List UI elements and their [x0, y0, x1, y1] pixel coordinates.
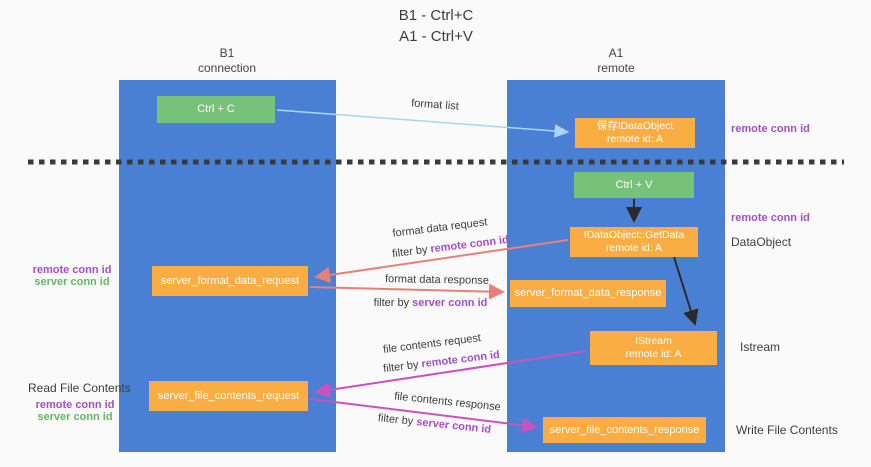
server-file-contents-response-label: server_file_contents_response [549, 423, 700, 436]
left-file-conn-ids: remote conn id server conn id [30, 399, 120, 423]
remote-conn-id-key: remote conn id [420, 348, 501, 371]
diagram-title: B1 - Ctrl+C A1 - Ctrl+V [336, 5, 536, 47]
server-file-contents-response-box: server_file_contents_response [543, 417, 706, 443]
ctrl-c-box: Ctrl + C [157, 96, 275, 123]
lifeline-header-b1: B1 connection [157, 46, 297, 76]
file-contents-response-label: file contents response [393, 390, 502, 414]
ctrl-v-box: Ctrl + V [574, 172, 694, 198]
istream-side-label: Istream [740, 340, 781, 354]
format-data-response-arrow [309, 283, 505, 300]
server-file-contents-request-box: server_file_contents_request [149, 381, 308, 411]
lifeline-a1-name: A1 [608, 46, 624, 60]
getdata-line1: IDataObject::GetData [583, 229, 685, 241]
dataobject-label: DataObject [731, 235, 792, 249]
filter-by-text: filter by [373, 297, 413, 309]
ctrl-v-label: Ctrl + V [615, 178, 653, 191]
save-idataobject-box: 保存IDataObject remote id: A [575, 118, 695, 148]
write-file-contents-label: Write File Contents [736, 423, 838, 437]
lifeline-a1-role: remote [597, 61, 635, 75]
remote-conn-id-label-top: remote conn id [731, 123, 810, 135]
remote-conn-id-key: remote conn id [429, 233, 510, 256]
remote-conn-id-label: remote conn id [32, 264, 112, 276]
save-idataobject-line1: 保存IDataObject [596, 120, 674, 132]
server-conn-id-label: server conn id [37, 411, 113, 423]
lifeline-b1-role: connection [197, 61, 257, 75]
left-format-conn-ids: remote conn id server conn id [27, 264, 117, 288]
server-format-data-request-box: server_format_data_request [152, 266, 308, 296]
server-format-data-response-label: server_format_data_response [514, 287, 662, 299]
filter-by-text: filter by [382, 358, 423, 376]
lifeline-b1-name: B1 [219, 46, 235, 60]
file-contents-response-filter-label: filter by server conn id [362, 410, 507, 437]
server-format-data-request-label: server_format_data_request [160, 274, 300, 287]
istream-line1: IStream [635, 335, 672, 347]
server-conn-id-key: server conn id [415, 416, 492, 436]
istream-line2: remote id: A [625, 348, 682, 360]
title-line-1: B1 - Ctrl+C [398, 7, 474, 24]
format-list-label: format list [410, 97, 460, 113]
server-format-data-response-box: server_format_data_response [510, 280, 666, 307]
format-data-response-label: format data response [384, 273, 490, 287]
filter-by-text: filter by [377, 412, 417, 429]
server-file-contents-request-label: server_file_contents_request [157, 389, 300, 402]
idataobject-getdata-box: IDataObject::GetData remote id: A [570, 227, 698, 257]
getdata-line2: remote id: A [605, 242, 663, 254]
lifeline-header-a1: A1 remote [546, 46, 686, 76]
remote-conn-id-label-mid: remote conn id [731, 212, 810, 224]
ctrl-c-label: Ctrl + C [197, 103, 235, 115]
remote-conn-id-label: remote conn id [35, 399, 115, 411]
save-idataobject-line2: remote id: A [606, 133, 664, 145]
server-conn-id-key: server conn id [412, 297, 488, 309]
format-data-response-filter-label: filter by server conn id [358, 297, 503, 309]
istream-box: IStream remote id: A [590, 331, 717, 365]
server-conn-id-label: server conn id [34, 276, 110, 288]
title-line-2: A1 - Ctrl+V [399, 28, 473, 45]
filter-by-text: filter by [391, 243, 432, 261]
read-file-contents-label: Read File Contents [28, 381, 131, 395]
